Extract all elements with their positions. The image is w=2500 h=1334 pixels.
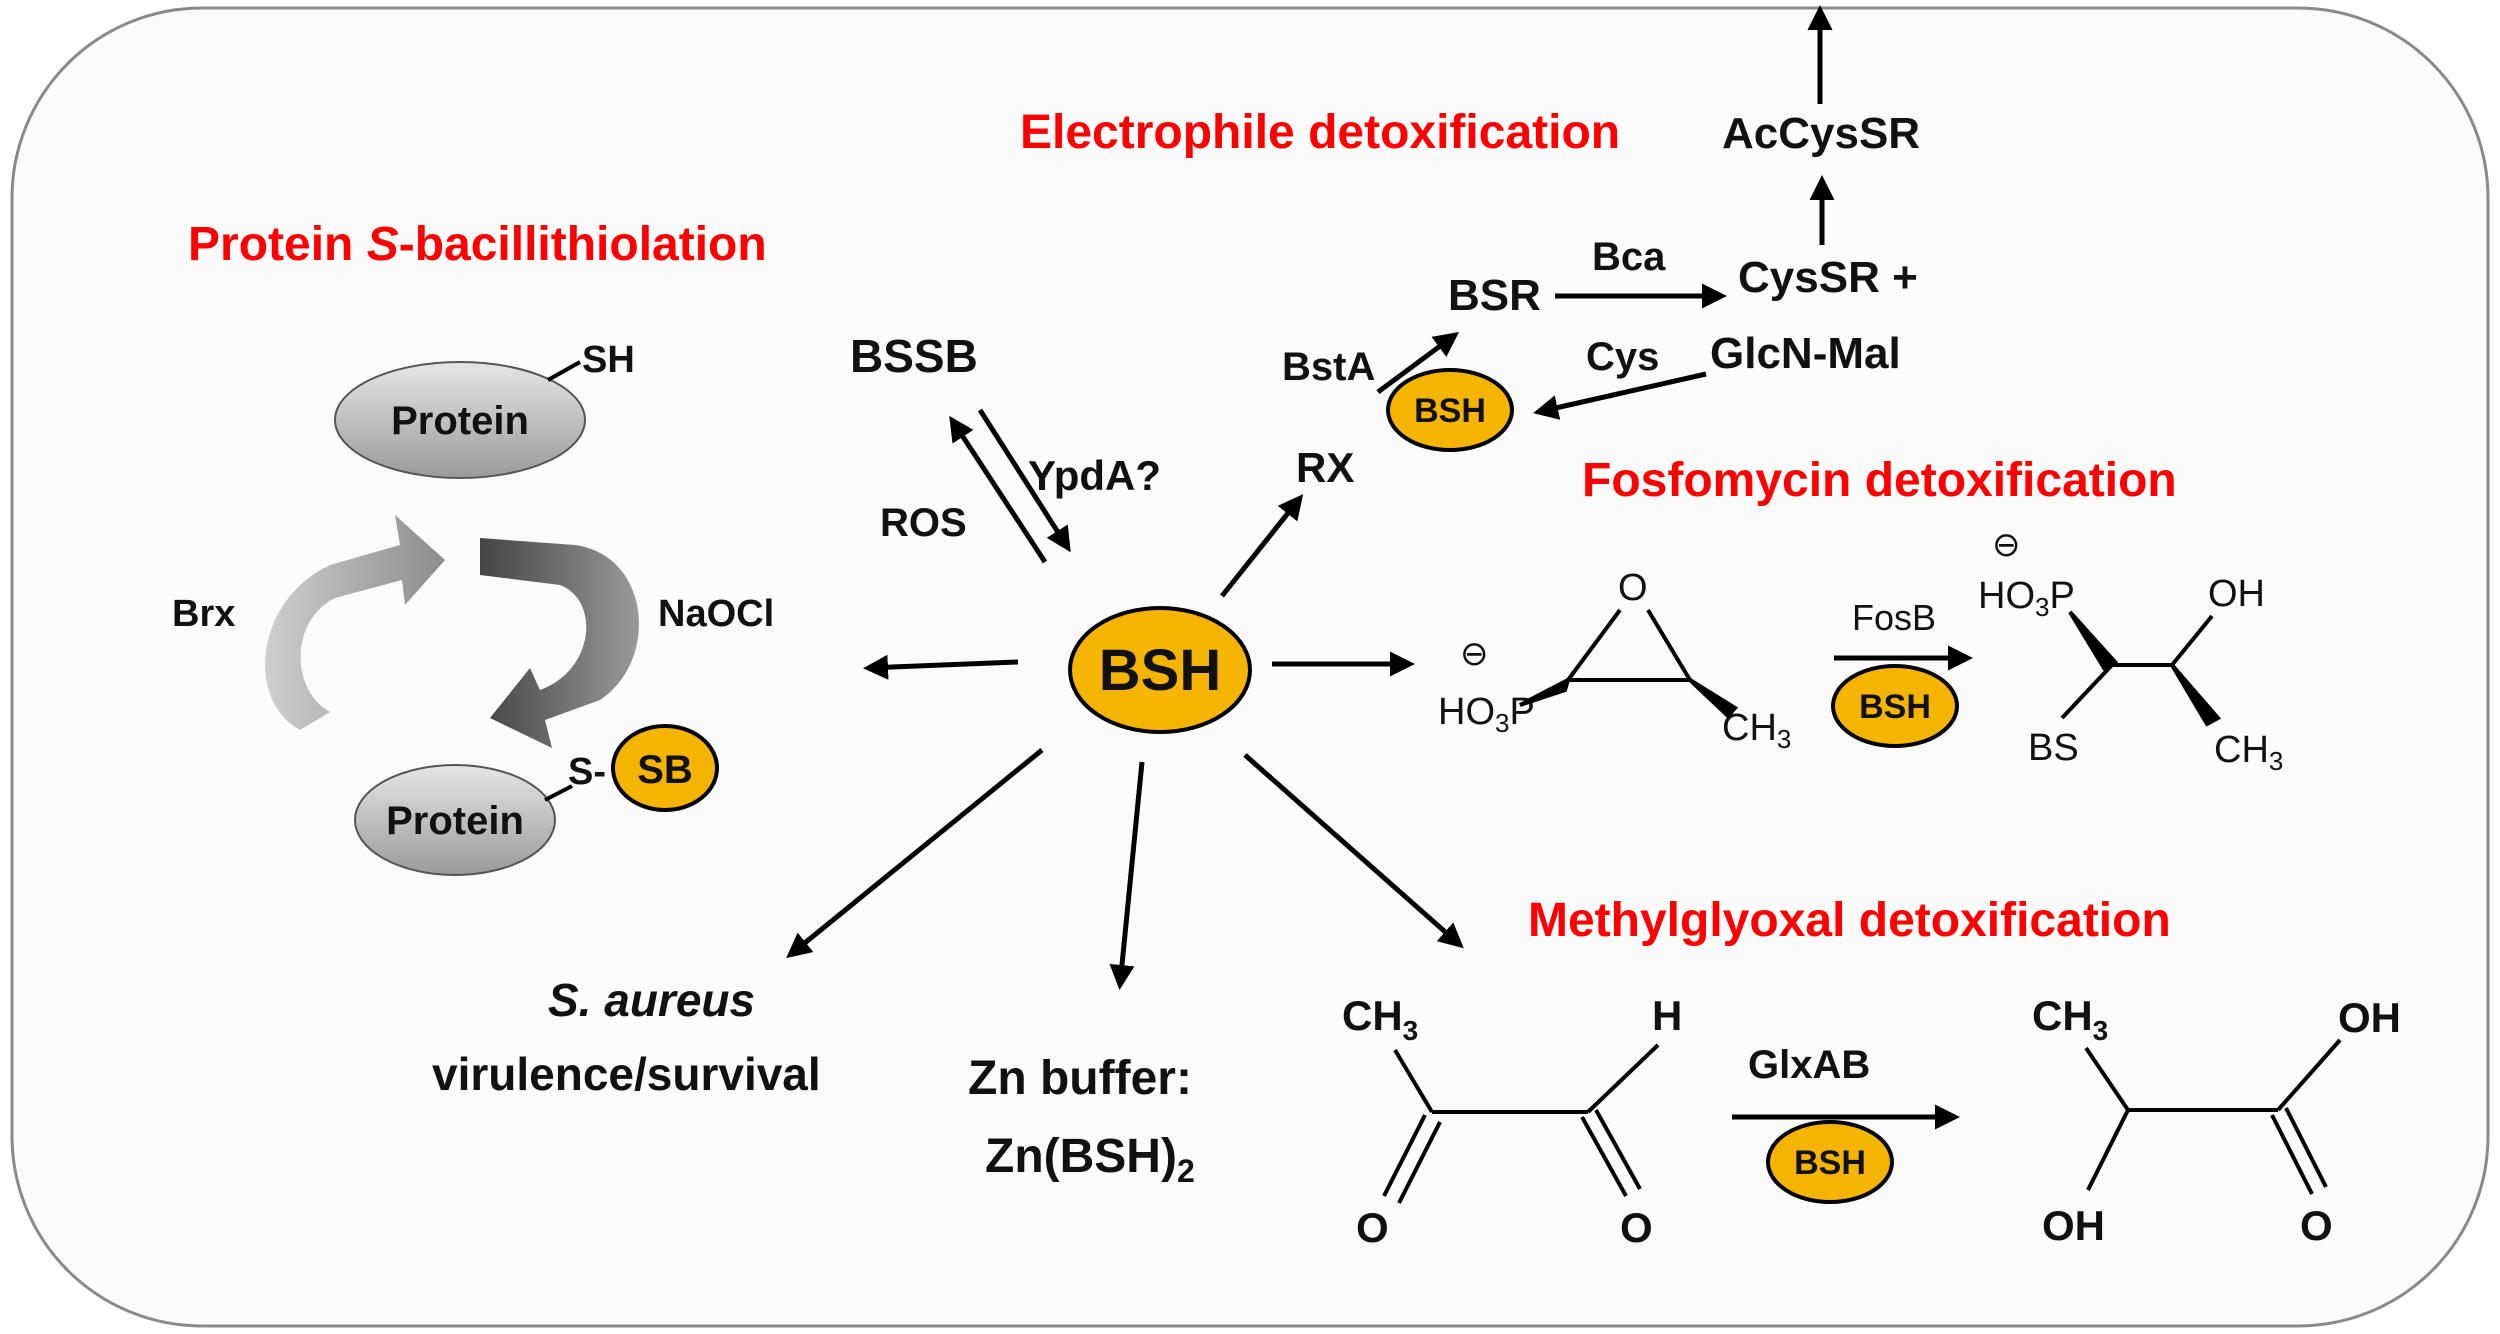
bsh-central-label: BSH xyxy=(1099,638,1221,703)
fosfomycin-pathway: ⊖ HO3P O CH3 FosB BSH ⊖ HO3P OH BS CH3 xyxy=(1438,526,2283,776)
protein-oval-top xyxy=(334,361,586,479)
mg-co-2b xyxy=(1594,1109,1642,1190)
s-dash-label: S- xyxy=(568,751,606,793)
product-bs-bond xyxy=(2060,663,2114,720)
bsh-badge-methylglyoxal xyxy=(1766,1120,1894,1204)
lactate-co-a xyxy=(2270,1114,2314,1195)
heading-electrophile: Electrophile detoxification xyxy=(1020,106,1620,159)
lactate-oh-top: OH xyxy=(2338,994,2401,1041)
rx-label: RX xyxy=(1296,444,1354,491)
mg-bond-3 xyxy=(1586,1043,1660,1114)
bssb-label: BSSB xyxy=(850,330,978,382)
arrow-bsh-to-methylglyoxal xyxy=(1243,753,1464,949)
product-oh: OH xyxy=(2208,573,2265,615)
outputs: S. aureus virulence/survival Zn buffer: … xyxy=(432,974,1195,1189)
bca-label: Bca xyxy=(1592,235,1666,279)
arrow-bsh-to-zn xyxy=(1109,761,1145,990)
fosfomycin-wedge-left xyxy=(1519,676,1572,707)
arrow-rx-to-bsr xyxy=(1376,332,1460,395)
protein-label-top: Protein xyxy=(391,399,529,443)
arrow-bssb-to-bsh xyxy=(977,408,1071,553)
s-aureus-label: S. aureus xyxy=(548,974,755,1026)
fosfomycin-epoxide-o: O xyxy=(1618,567,1648,609)
sb-label: SB xyxy=(637,748,693,792)
lactate-oh-bottom: OH xyxy=(2042,1202,2105,1249)
lactate-bond-3 xyxy=(2276,1038,2342,1112)
lactate-oh-bond xyxy=(2086,1109,2130,1191)
zn-bsh2-label: Zn(BSH)2 xyxy=(985,1130,1195,1189)
accyssr-label: AcCysSR xyxy=(1722,109,1920,158)
cycle-arrow-right-icon xyxy=(480,538,639,748)
arrow-bsh-to-virulence xyxy=(786,748,1044,959)
naocl-label: NaOCl xyxy=(658,593,774,635)
lactate-co-b xyxy=(2284,1107,2328,1188)
product-oh-bond xyxy=(2170,614,2214,667)
heading-methylglyoxal: Methylglyoxal detoxification xyxy=(1528,894,2171,947)
lactate-o: O xyxy=(2300,1202,2333,1249)
epoxide-bond-left xyxy=(1566,608,1622,682)
glcn-mal-label: GlcN-Mal xyxy=(1710,329,1901,378)
mg-bond-1 xyxy=(1393,1048,1434,1114)
product-minus-icon: ⊖ xyxy=(1992,526,2021,564)
center-hub: BSH BSSB ROS YpdA? xyxy=(786,330,1464,990)
product-ho3p: HO3P xyxy=(1978,575,2075,622)
mg-o-2: O xyxy=(1620,1204,1653,1251)
protein-cycle: Protein SH Brx NaOCl Protein S- SB xyxy=(172,339,774,876)
mg-co-1b xyxy=(1397,1121,1442,1204)
epoxide-bond-right xyxy=(1646,608,1692,682)
bsta-label: BstA xyxy=(1282,345,1375,389)
protein-label-bottom: Protein xyxy=(386,799,524,843)
mg-h: H xyxy=(1652,992,1682,1039)
ros-label: ROS xyxy=(880,501,967,545)
heading-protein-s-bacillithiolation: Protein S-bacillithiolation xyxy=(188,218,767,271)
bsh-badge-electrophile xyxy=(1386,368,1514,452)
protein-oval-bottom xyxy=(354,764,556,876)
bsh-badge-electrophile-label: BSH xyxy=(1414,392,1486,430)
cyssr-label: CysSR + xyxy=(1738,253,1918,302)
arrow-bsh-to-protein xyxy=(863,654,1019,680)
methylglyoxal-pathway: CH3 H O O GlxAB BSH CH3 OH OH O xyxy=(1342,992,2401,1251)
fosfomycin-minus-icon: ⊖ xyxy=(1460,635,1489,673)
electrophile-pathway: AcCysSR CysSR + GlcN-Mal BSR Bca BstA RX… xyxy=(1282,5,1920,491)
product-wedge-2 xyxy=(2170,663,2222,727)
brx-label: Brx xyxy=(172,593,235,635)
heading-fosfomycin: Fosfomycin detoxification xyxy=(1582,454,2177,507)
cycle-arrow-left-icon xyxy=(265,515,445,730)
s-bond xyxy=(544,784,573,802)
arrow-bsh-to-rx xyxy=(1220,494,1304,598)
bsh-badge-methylglyoxal-label: BSH xyxy=(1794,1144,1866,1182)
mg-co-2a xyxy=(1580,1116,1628,1197)
product-ch3: CH3 xyxy=(2214,729,2283,776)
glxab-label: GlxAB xyxy=(1748,1043,1870,1087)
arrow-bsh-to-bssb xyxy=(949,415,1048,564)
mg-o-1: O xyxy=(1356,1204,1389,1251)
ypda-label: YpdA? xyxy=(1028,452,1161,499)
bsh-badge-fosfomycin-label: BSH xyxy=(1859,688,1931,726)
virulence-label: virulence/survival xyxy=(432,1048,821,1100)
fosb-label: FosB xyxy=(1852,597,1936,638)
sh-bond xyxy=(547,360,581,382)
product-bs: BS xyxy=(2028,727,2079,769)
sb-badge xyxy=(611,724,719,812)
sh-label: SH xyxy=(582,339,635,381)
bsh-badge-fosfomycin xyxy=(1831,664,1959,748)
bsr-label: BSR xyxy=(1448,271,1541,320)
bsh-central-badge xyxy=(1068,606,1252,734)
fosfomycin-wedge-right xyxy=(1688,678,1739,719)
fosfomycin-ho3p: HO3P xyxy=(1438,691,1535,738)
arrow-cys-to-bsh xyxy=(1533,371,1707,420)
mg-co-1a xyxy=(1382,1114,1427,1197)
lactate-bond-1 xyxy=(2084,1046,2130,1112)
zn-buffer-label: Zn buffer: xyxy=(968,1052,1192,1105)
cys-label: Cys xyxy=(1586,335,1659,379)
